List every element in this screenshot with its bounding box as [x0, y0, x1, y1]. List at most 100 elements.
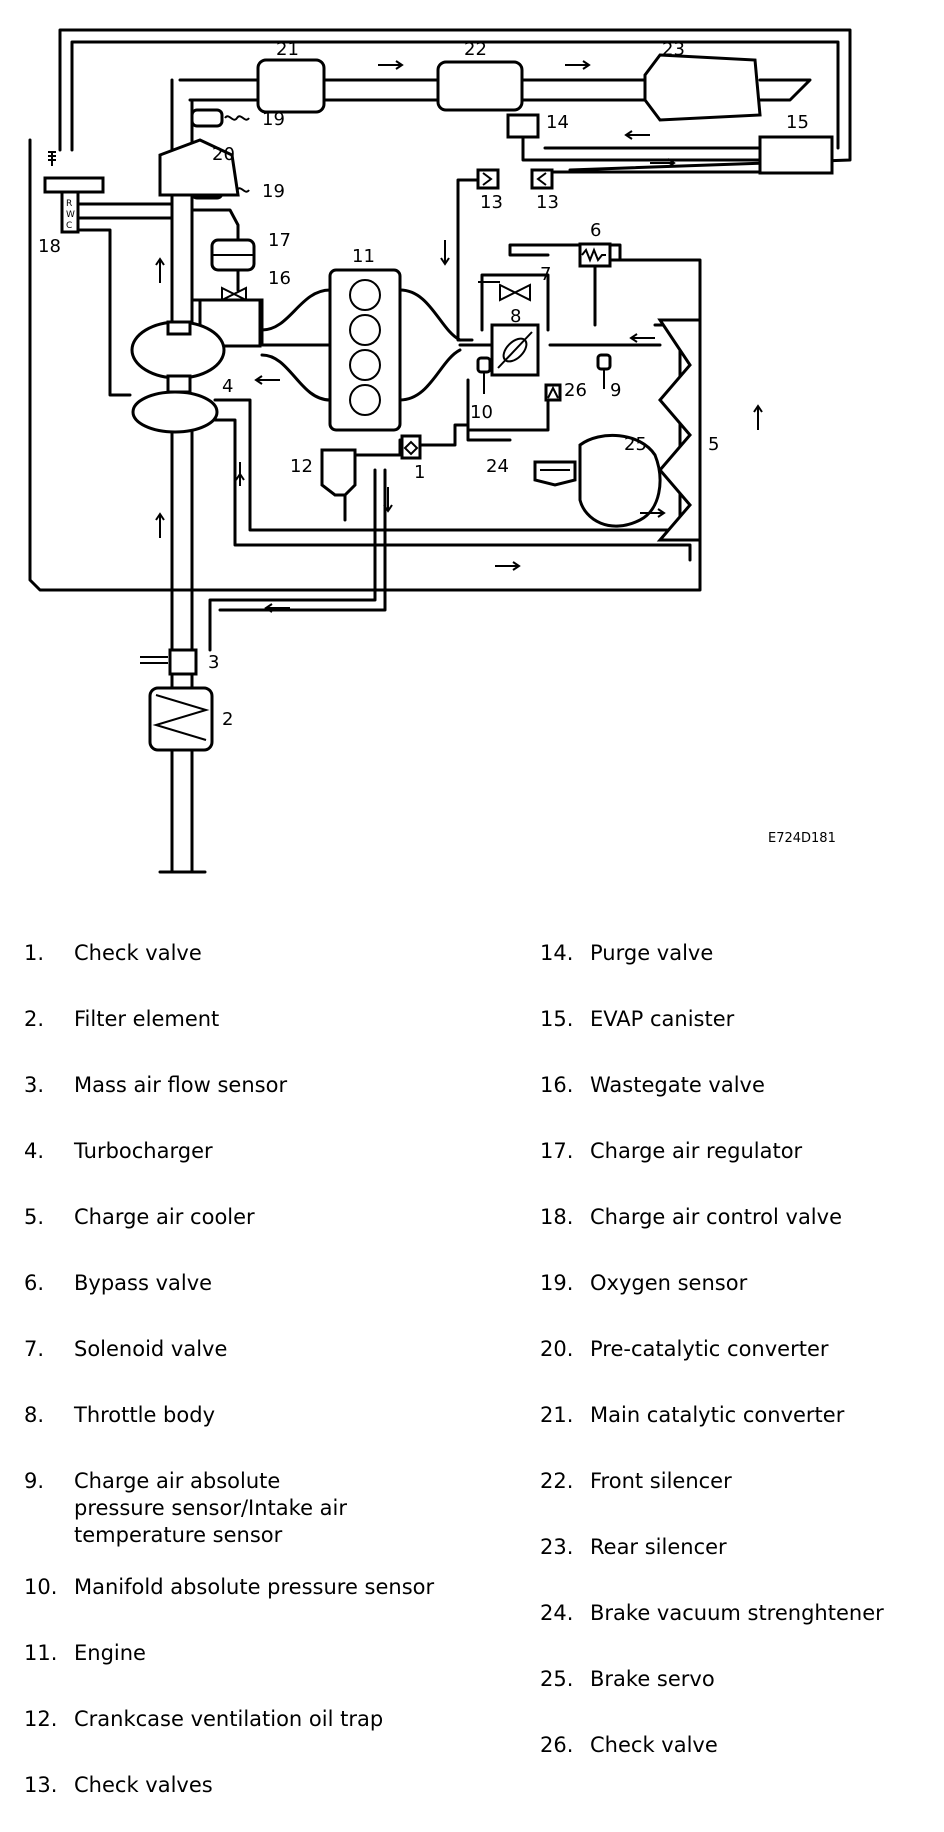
- legend-item-number: 23.: [540, 1535, 574, 1559]
- legend-item: 5.Charge air cooler: [24, 1204, 524, 1231]
- legend-item-number: 12.: [24, 1707, 58, 1731]
- legend-item-number: 11.: [24, 1641, 58, 1665]
- callout-11: 11: [352, 246, 375, 267]
- legend-item: 14.Purge valve: [540, 940, 940, 967]
- legend-item: 17. Charge air regulator: [540, 1138, 940, 1165]
- charge-air-control-valve: [43, 176, 105, 194]
- crankcase-oil-trap: [320, 448, 357, 497]
- callout-2: 2: [222, 709, 233, 730]
- check-valve-1: [400, 434, 422, 460]
- legend-item: 24.Brake vacuum strenghtener: [540, 1600, 940, 1627]
- legend-item-label: Engine: [74, 1641, 146, 1665]
- legend-item: 18. Charge air control valve: [540, 1204, 940, 1231]
- callout-12: 12: [290, 456, 313, 477]
- legend-item-number: 20.: [540, 1337, 574, 1361]
- charge-air-cooler: [656, 318, 702, 542]
- pre-catalytic-converter: [158, 138, 240, 197]
- legend-item-label: Check valve: [74, 941, 202, 965]
- legend-item-label: Manifold absolute pressure sensor: [74, 1575, 435, 1599]
- legend-item-number: 1.: [24, 941, 45, 965]
- callout-25: 25: [624, 434, 647, 455]
- callout-23: 23: [662, 39, 685, 60]
- legend-item-number: 3.: [24, 1073, 45, 1097]
- legend-item-label: Brake servo: [590, 1667, 715, 1691]
- legend-item: 3.Mass air flow sensor: [24, 1072, 524, 1099]
- main-catalytic-converter: [256, 58, 326, 114]
- legend-item-label: Charge air control valve: [590, 1205, 842, 1229]
- legend-item-number: 10.: [24, 1575, 58, 1599]
- control-valve-port-w: W: [66, 210, 75, 220]
- legend-item: 2.Filter element: [24, 1006, 524, 1033]
- callout-1: 1: [414, 462, 425, 483]
- exhaust-manifold: [260, 288, 332, 402]
- legend-item: 10. Manifold absolute pressure sensor: [24, 1574, 524, 1601]
- rear-silencer: [643, 53, 762, 122]
- brake-vacuum-line: [466, 378, 550, 442]
- control-valve-port-c: C: [66, 221, 72, 231]
- legend-item-label: Pre-catalytic converter: [590, 1337, 829, 1361]
- legend-item-label: Charge air cooler: [74, 1205, 255, 1229]
- legend-item-label: Turbocharger: [74, 1139, 213, 1163]
- legend-item-label: Oxygen sensor: [590, 1271, 748, 1295]
- exhaust-line-upper: [178, 78, 812, 102]
- legend-item-number: 7.: [24, 1337, 45, 1361]
- turbo-neck: [166, 374, 192, 394]
- legend-item-label: Check valves: [74, 1773, 213, 1797]
- check-valve-13a: [476, 168, 500, 190]
- legend-item-label: Rear silencer: [590, 1535, 727, 1559]
- legend-item-number: 14.: [540, 941, 574, 965]
- callout-20: 20: [212, 144, 235, 165]
- legend-item-number: 9.: [24, 1469, 45, 1493]
- legend-item-number: 13.: [24, 1773, 58, 1797]
- callout-21: 21: [276, 39, 299, 60]
- legend-item-number: 26.: [540, 1733, 574, 1757]
- legend-item: 1. Check valve: [24, 940, 524, 967]
- legend-item-label: Filter element: [74, 1007, 220, 1031]
- evap-canister: [758, 135, 834, 175]
- legend-item-label: EVAP canister: [590, 1007, 735, 1031]
- callout-3: 3: [208, 652, 219, 673]
- legend-item: 20. Pre-catalytic converter: [540, 1336, 940, 1363]
- callout-5: 5: [708, 434, 719, 455]
- legend-item-label: Check valve: [590, 1733, 718, 1757]
- legend-item-label: Crankcase ventilation oil trap: [74, 1707, 384, 1731]
- oiltrap-return: [208, 468, 387, 652]
- legend-item-number: 25.: [540, 1667, 574, 1691]
- legend-item-label: Brake vacuum strenghtener: [590, 1601, 884, 1625]
- legend-item-label: Throttle body: [74, 1403, 215, 1427]
- legend-item: 4. Turbocharger: [24, 1138, 524, 1165]
- legend-item: 16. Wastegate valve: [540, 1072, 940, 1099]
- control-valve-body: [60, 190, 80, 234]
- legend-item-label: Charge air absolute: [74, 1469, 281, 1493]
- callout-18: 18: [38, 236, 61, 257]
- outer-loop-line-inner: [70, 40, 840, 152]
- flow-arrows: [155, 60, 763, 613]
- legend-item-number: 8.: [24, 1403, 45, 1427]
- callout-19b: 19: [262, 181, 285, 202]
- legend-item-number: 22.: [540, 1469, 574, 1493]
- legend-item-number: 16.: [540, 1073, 574, 1097]
- legend-item-label: Bypass valve: [74, 1271, 213, 1295]
- legend-item-number: 18.: [540, 1205, 574, 1229]
- callout-14: 14: [546, 112, 569, 133]
- callout-10: 10: [470, 402, 493, 423]
- wastegate-symbol: [221, 286, 247, 302]
- intake-manifold: [398, 288, 474, 402]
- throttle-plate: [497, 331, 533, 369]
- legend-item: 8. Throttle body: [24, 1402, 524, 1429]
- solenoid-loop: [480, 273, 550, 332]
- oxygen-sensor-upper-wire: [224, 115, 250, 121]
- callout-16: 16: [268, 268, 291, 289]
- maf-connector: [140, 656, 168, 664]
- legend-item-number: 17.: [540, 1139, 574, 1163]
- figure-reference: E724D181: [768, 831, 836, 846]
- legend-item: 21.Main catalytic converter: [540, 1402, 940, 1429]
- legend-item-label: Charge air regulator: [590, 1139, 803, 1163]
- legend-item-number: 4.: [24, 1139, 45, 1163]
- legend-item-label: Wastegate valve: [590, 1073, 765, 1097]
- control-valve-spring: [48, 151, 56, 166]
- legend-item-label: Solenoid valve: [74, 1337, 228, 1361]
- engine-air-exhaust-schematic: R W C: [28, 28, 852, 874]
- purge-to-intake: [456, 178, 480, 342]
- oiltrap-pipe: [343, 438, 402, 522]
